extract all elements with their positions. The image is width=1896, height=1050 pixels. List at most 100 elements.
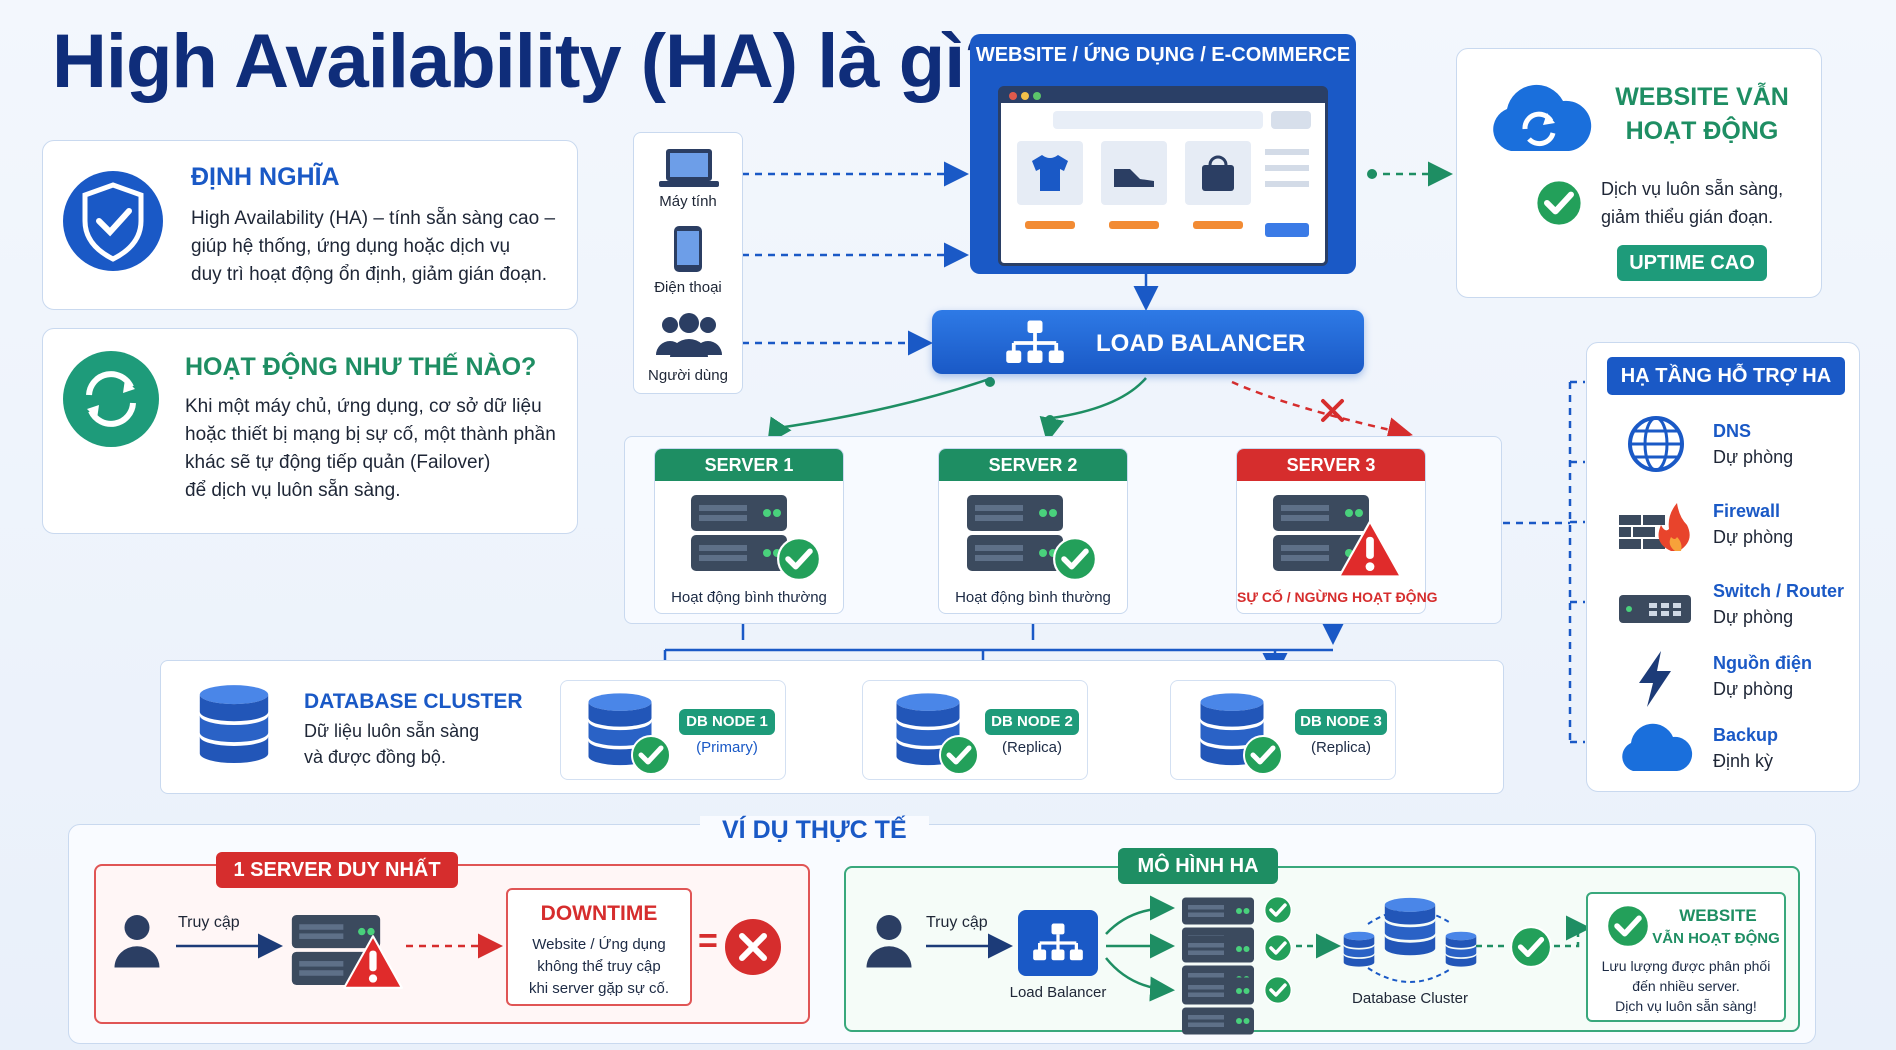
ha-db-label: Database Cluster [1352,990,1468,1007]
load-balancer-label: LOAD BALANCER [1096,330,1306,357]
clients-panel: Máy tính Điện thoại Người dùng [633,132,743,394]
how-text: Khi một máy chủ, ứng dụng, cơ sở dữ liệu… [185,396,556,501]
infra-item-firewall-sub: Dự phòng [1713,527,1794,547]
refresh-icon [63,351,159,447]
downtime-heading: DOWNTIME [540,902,658,925]
db-node-3: DB NODE 3 (Replica) [1170,680,1396,780]
ha-result-heading-1: WEBSITE [1679,906,1757,925]
definition-text: High Availability (HA) – tính sẵn sàng c… [191,208,556,285]
database-icon [1384,897,1436,956]
infrastructure-heading: HẠ TẦNG HỖ TRỢ HA [1607,357,1845,395]
load-balancer-block: LOAD BALANCER [932,310,1364,374]
server-3-title: SERVER 3 [1237,449,1425,481]
server-3-status: SỰ CỐ / NGỪNG HOẠT ĐỘNG [1237,589,1438,605]
infra-item-backup-sub: Định kỳ [1713,751,1774,771]
check-icon [1264,934,1292,962]
infra-item-firewall: Firewall [1713,501,1781,521]
server-2-status: Hoạt động bình thường [955,589,1111,606]
shield-icon [63,171,163,271]
ha-model-badge: MÔ HÌNH HA [1118,848,1278,884]
infra-item-power: Nguồn điện [1713,653,1812,673]
server-card-1: SERVER 1 Hoạt động bình thường [654,448,844,614]
ha-result-box: WEBSITE VẪN HOẠT ĐỘNG Lưu lượng được phâ… [1586,892,1786,1022]
uptime-badge: UPTIME CAO [1617,245,1767,281]
error-icon [725,919,781,975]
definition-heading: ĐỊNH NGHĨA [191,163,340,191]
infrastructure-panel: HẠ TẦNG HỖ TRỢ HA DNS Dự phòng Firewall … [1586,342,1860,792]
switch-icon [1619,595,1691,623]
how-it-works-card: HOẠT ĐỘNG NHƯ THẾ NÀO? Khi một máy chủ, … [42,328,578,534]
check-icon [1510,926,1552,968]
globe-icon [1628,416,1684,472]
database-heading: DATABASE CLUSTER [304,690,523,713]
how-heading: HOẠT ĐỘNG NHƯ THẾ NÀO? [185,353,537,381]
status-heading-2: HOẠT ĐỘNG [1625,117,1779,145]
infra-item-switch: Switch / Router [1713,581,1845,601]
users-icon [656,313,722,357]
equals-sign: = [698,922,718,960]
ha-result-heading-2: VẪN HOẠT ĐỘNG [1652,930,1780,947]
product-tile [1101,141,1167,205]
database-icon [1445,931,1477,967]
website-block: WEBSITE / ỨNG DỤNG / E-COMMERCE [970,34,1356,274]
database-icon [1343,931,1375,967]
laptop-icon [659,149,719,187]
browser-address-bar [1053,111,1263,129]
db-node-1: DB NODE 1 (Primary) [560,680,786,780]
db-node-2: DB NODE 2 (Replica) [862,680,1088,780]
ha-load-balancer-icon [1018,910,1098,976]
client-label-computer: Máy tính [659,193,717,210]
server-rack-icon [1182,977,1254,1035]
db-node-1-name: DB NODE 1 [679,709,775,735]
check-icon [1264,976,1292,1004]
website-status-card: WEBSITE VẪN HOẠT ĐỘNG Dịch vụ luôn sẵn s… [1456,48,1822,298]
db-node-3-role: (Replica) [1310,739,1371,756]
server-card-2: SERVER 2 Hoạt động bình thường [938,448,1128,614]
db-node-2-name: DB NODE 2 [985,709,1079,735]
check-icon [1264,896,1292,924]
website-label: WEBSITE / ỨNG DỤNG / E-COMMERCE [975,44,1351,66]
server-rack-icon [1182,935,1254,993]
single-server-badge: 1 SERVER DUY NHẤT [216,852,458,888]
server-1-status: Hoạt động bình thường [671,589,827,606]
status-heading-1: WEBSITE VẪN [1615,83,1789,111]
ha-lb-label: Load Balancer [1009,984,1107,1001]
firewall-icon [1619,503,1690,551]
server-1-title: SERVER 1 [655,449,843,481]
client-label-phone: Điện thoại [654,279,722,296]
infra-item-dns: DNS [1713,421,1752,441]
infra-item-backup: Backup [1713,725,1779,745]
db-node-3-name: DB NODE 3 [1295,709,1387,735]
server-2-title: SERVER 2 [939,449,1127,481]
cloud-icon [1622,723,1693,771]
server-card-3: SERVER 3 SỰ CỐ / NGỪNG HOẠT ĐỘNG [1236,448,1438,614]
product-tile [1017,141,1083,205]
status-text: Dịch vụ luôn sẵn sàng,giảm thiểu gián đo… [1601,179,1784,227]
phone-icon [674,226,702,272]
server-rack-icon [1182,897,1254,955]
example-heading: VÍ DỤ THỰC TẾ [700,816,929,845]
product-tile [1185,141,1251,205]
check-icon [1606,904,1650,948]
page-title: High Availability (HA) là gì? [52,19,1011,104]
shoe-icon [1114,169,1154,187]
ha-access-label: Truy cập [926,914,988,931]
single-access-label: Truy cập [178,914,240,931]
infra-item-switch-sub: Dự phòng [1713,607,1794,627]
infra-item-dns-sub: Dự phòng [1713,447,1794,467]
db-node-2-role: (Replica) [1001,739,1062,756]
db-node-1-role: (Primary) [696,739,758,756]
bag-icon [1202,155,1234,191]
definition-card: ĐỊNH NGHĨA High Availability (HA) – tính… [42,140,578,310]
infra-item-power-sub: Dự phòng [1713,679,1794,699]
client-label-users: Người dùng [648,367,728,384]
lightning-icon [1639,651,1671,707]
cloud-sync-icon [1493,84,1592,151]
tshirt-icon [1032,155,1068,191]
